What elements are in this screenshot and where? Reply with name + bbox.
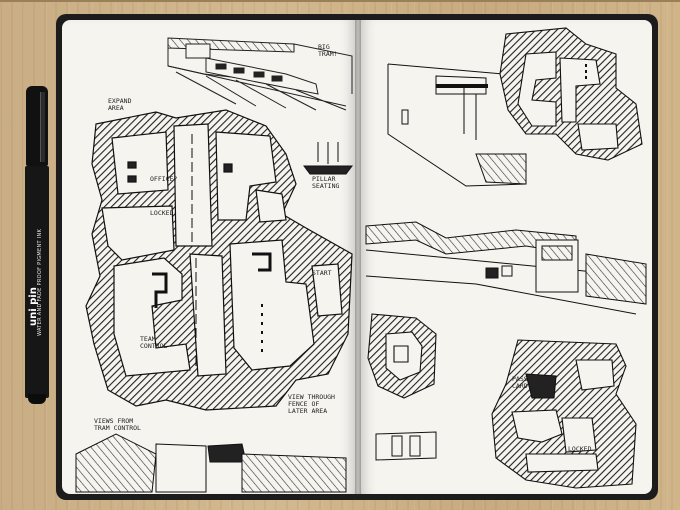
right-floor-plan-bottom-left: [367, 313, 437, 399]
sketchbook: BIG TRAM! EXPAND AREA OFFICE? LOCKED PIL…: [56, 14, 658, 500]
level-floor-plan: [85, 109, 353, 411]
table-plank-seam: [0, 0, 680, 2]
sketch-drawings: [75, 27, 647, 493]
annotation-team-control: TEAM CONTROL: [140, 335, 168, 350]
pen-body: [25, 166, 49, 398]
corridor-bridge-sketch: [387, 63, 527, 187]
annotation-office: OFFICE?: [150, 175, 178, 183]
annotation-pillar-seating: PILLAR SEATING: [312, 175, 340, 190]
annotation-big-tram: BIG TRAM!: [318, 43, 338, 58]
pen-label-text: WATER AND FADE PROOF PIGMENT INK: [37, 228, 43, 336]
tram-control-view-sketch: [75, 433, 347, 493]
right-floor-plan-top: [499, 27, 643, 161]
fineliner-pen: uni pin WATER AND FADE PROOF PIGMENT INK: [22, 86, 52, 404]
annotation-view-through: VIEW THROUGH FENCE OF LATER AREA: [288, 393, 335, 415]
tram-station-sketch: [167, 37, 353, 111]
annotation-pass-card: PASS CARD: [512, 375, 528, 390]
annotation-expand-area: EXPAND AREA: [108, 97, 132, 112]
pen-end: [28, 394, 46, 404]
annotation-views-from: VIEWS FROM TRAM CONTROL: [94, 417, 141, 432]
annotation-locked-left: LOCKED: [150, 209, 174, 217]
annotation-locked-right: LOCKED: [568, 445, 592, 453]
pillar-seating-sketch: [303, 142, 353, 175]
door-sketch: [375, 431, 437, 461]
pen-clip: [40, 92, 45, 162]
annotation-start: START: [312, 269, 332, 277]
middle-corridor-sketch: [365, 221, 647, 315]
sketchbook-spine: [355, 20, 361, 494]
right-floor-plan-bottom-right: [491, 339, 637, 489]
